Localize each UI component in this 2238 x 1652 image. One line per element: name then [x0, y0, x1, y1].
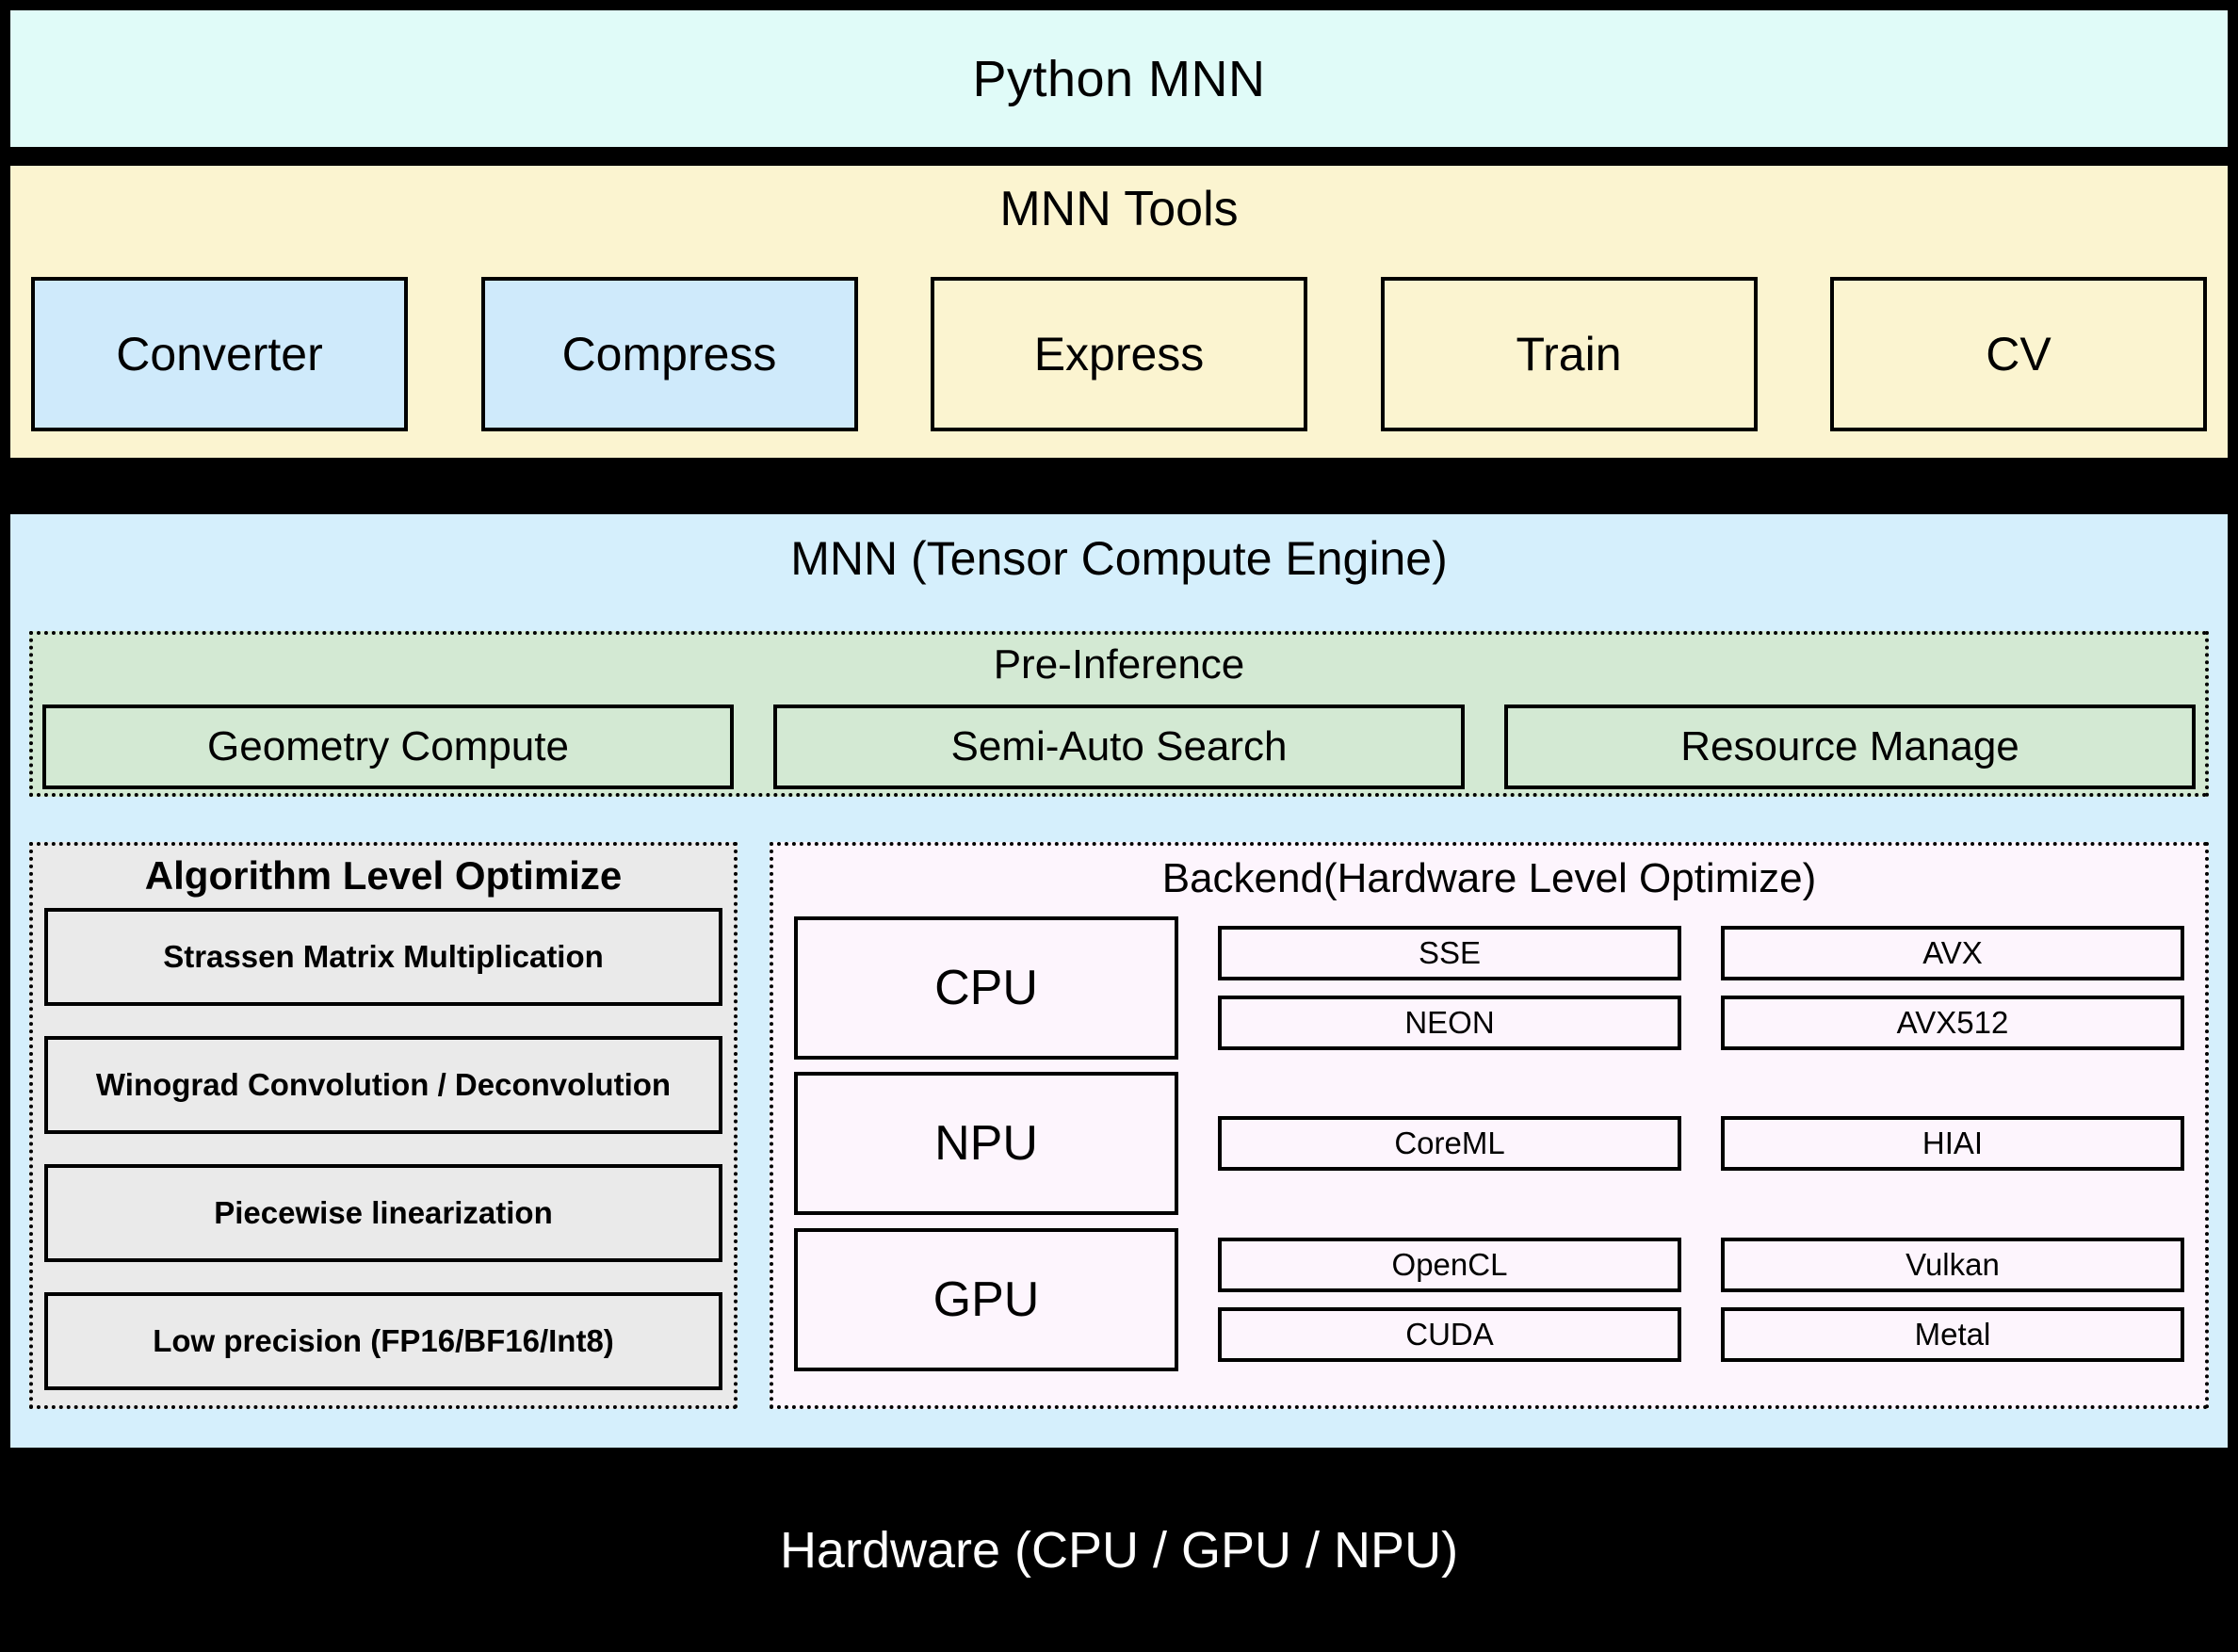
- tool-label: Train: [1516, 328, 1622, 381]
- algorithm-item-strassen: Strassen Matrix Multiplication: [44, 908, 722, 1007]
- backend-unit-gpu: GPU: [794, 1228, 1178, 1371]
- tool-box-train: Train: [1380, 277, 1758, 431]
- backend-row-npu: NPU CoreML HIAI: [794, 1072, 2184, 1216]
- pre-inference-box-geometry-compute: Geometry Compute: [42, 705, 734, 789]
- backend-unit-label: CPU: [934, 960, 1038, 1015]
- pre-inference-box-resource-manage: Resource Manage: [1504, 705, 2196, 789]
- backend-chip-cuda: CUDA: [1218, 1307, 1681, 1362]
- pre-inference-title: Pre-Inference: [993, 641, 1245, 688]
- algorithm-item-piecewise-linearization: Piecewise linearization: [44, 1164, 722, 1263]
- algorithm-item-list: Strassen Matrix Multiplication Winograd …: [44, 908, 722, 1394]
- algorithm-item-low-precision: Low precision (FP16/BF16/Int8): [44, 1291, 722, 1390]
- tool-label: Compress: [561, 328, 777, 381]
- algorithm-item-label: Piecewise linearization: [214, 1195, 553, 1231]
- backend-chip-label: NEON: [1404, 1004, 1495, 1040]
- pre-inference-section: Pre-Inference Geometry Compute Semi-Auto…: [29, 631, 2209, 797]
- tool-box-compress: Compress: [480, 277, 858, 431]
- hardware-layer: Hardware (CPU / GPU / NPU): [0, 1448, 2238, 1652]
- backend-row-cpu: CPU SSE AVX: [794, 915, 2184, 1060]
- backend-unit-cpu: CPU: [794, 915, 1178, 1060]
- algorithm-item-label: Winograd Convolution / Deconvolution: [95, 1067, 672, 1103]
- backend-chip-label: AVX512: [1896, 1004, 2009, 1040]
- hardware-title: Hardware (CPU / GPU / NPU): [779, 1521, 1459, 1579]
- backend-chip-neon: NEON: [1218, 995, 1681, 1050]
- backend-chip-row: NEON AVX512: [1218, 995, 2184, 1050]
- python-mnn-title: Python MNN: [972, 50, 1266, 107]
- backend-chip-metal: Metal: [1721, 1307, 2184, 1362]
- backend-chip-opencl: OpenCL: [1218, 1238, 1681, 1292]
- backend-chip-label: Vulkan: [1906, 1247, 2000, 1282]
- backend-chip-row: OpenCL Vulkan: [1218, 1238, 2184, 1292]
- backend-row-gpu: GPU OpenCL Vulkan: [794, 1228, 2184, 1371]
- tool-box-cv: CV: [1830, 277, 2207, 431]
- backend-chips-npu: CoreML HIAI: [1218, 1072, 2184, 1215]
- backend-section: Backend(Hardware Level Optimize) CPU SSE: [770, 842, 2209, 1409]
- backend-chip-label: Metal: [1914, 1317, 1991, 1352]
- backend-chip-coreml: CoreML: [1218, 1116, 1681, 1172]
- algorithm-item-winograd: Winograd Convolution / Deconvolution: [44, 1036, 722, 1135]
- backend-grid: CPU SSE AVX: [794, 915, 2184, 1392]
- backend-title: Backend(Hardware Level Optimize): [1161, 855, 1817, 901]
- algorithm-level-optimize-section: Algorithm Level Optimize Strassen Matrix…: [29, 842, 738, 1409]
- mnn-tools-title: MNN Tools: [999, 182, 1239, 236]
- backend-chips-gpu: OpenCL Vulkan CUDA: [1218, 1228, 2184, 1371]
- tool-box-converter: Converter: [31, 277, 408, 431]
- backend-chip-label: CUDA: [1405, 1317, 1494, 1352]
- python-mnn-layer: Python MNN: [10, 10, 2228, 147]
- tool-label: Express: [1033, 328, 1205, 381]
- mnn-engine-layer: MNN (Tensor Compute Engine) Pre-Inferenc…: [10, 514, 2228, 1448]
- pre-inference-row: Geometry Compute Semi-Auto Search Resour…: [42, 705, 2196, 789]
- backend-chip-row: CoreML HIAI: [1218, 1116, 2184, 1172]
- backend-chip-row: CUDA Metal: [1218, 1307, 2184, 1362]
- backend-chip-row: SSE AVX: [1218, 925, 2184, 980]
- backend-unit-npu: NPU: [794, 1072, 1178, 1216]
- algorithm-item-label: Low precision (FP16/BF16/Int8): [153, 1322, 614, 1358]
- pre-inference-label: Resource Manage: [1680, 723, 2019, 769]
- backend-chip-hiai: HIAI: [1721, 1116, 2184, 1172]
- mnn-tools-layer: MNN Tools Converter Compress Express Tra…: [10, 166, 2228, 458]
- backend-chip-label: SSE: [1418, 934, 1482, 970]
- algorithm-level-optimize-title: Algorithm Level Optimize: [144, 853, 623, 898]
- backend-chip-label: OpenCL: [1391, 1247, 1508, 1282]
- backend-chips-cpu: SSE AVX NEON A: [1218, 916, 2184, 1060]
- backend-unit-label: GPU: [932, 1272, 1040, 1327]
- backend-chip-sse: SSE: [1218, 925, 1681, 980]
- pre-inference-box-semi-auto-search: Semi-Auto Search: [773, 705, 1465, 789]
- pre-inference-label: Semi-Auto Search: [950, 723, 1288, 769]
- backend-unit-label: NPU: [934, 1116, 1038, 1172]
- tool-box-express: Express: [931, 277, 1307, 431]
- backend-chip-avx512: AVX512: [1721, 995, 2184, 1050]
- engine-lower-row: Algorithm Level Optimize Strassen Matrix…: [29, 842, 2209, 1409]
- backend-chip-vulkan: Vulkan: [1721, 1238, 2184, 1292]
- algorithm-item-label: Strassen Matrix Multiplication: [163, 939, 604, 975]
- tool-label: CV: [1986, 328, 2052, 381]
- backend-chip-label: AVX: [1922, 934, 1983, 970]
- backend-chip-label: CoreML: [1394, 1126, 1505, 1161]
- mnn-engine-title: MNN (Tensor Compute Engine): [790, 532, 1448, 585]
- backend-chip-label: HIAI: [1922, 1126, 1984, 1161]
- mnn-tools-row: Converter Compress Express Train CV: [31, 277, 2207, 431]
- backend-chip-avx: AVX: [1721, 925, 2184, 980]
- tool-label: Converter: [116, 328, 323, 381]
- pre-inference-label: Geometry Compute: [207, 723, 569, 769]
